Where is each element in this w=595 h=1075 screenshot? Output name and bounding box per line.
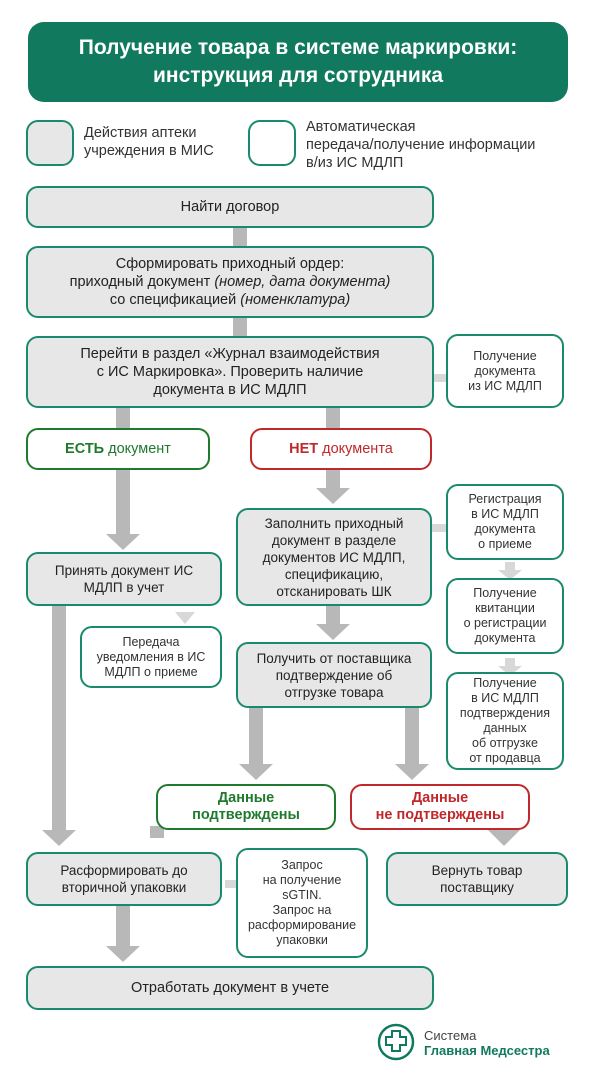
auto-register-line-1: Регистрация [468, 492, 542, 506]
auto-receive-document: Получение документа из ИС МДЛП [446, 334, 564, 408]
step-get-confirmation-line-2: подтверждение об [275, 667, 393, 683]
legend-pharmacy-swatch [26, 120, 74, 166]
auto-confirm-line-5: об отгрузке [472, 736, 538, 750]
step-accept-line-1: Принять документ ИС [54, 563, 194, 578]
auto-receipt-line-1: Получение [473, 586, 537, 600]
branch-data-not-confirmed-line-1: Данные [411, 790, 469, 806]
legend-auto-line-1: Автоматическая [306, 119, 416, 135]
step-get-confirmation: Получить от поставщика подтверждение об … [236, 642, 432, 708]
branch-has-document-rest: документ [104, 441, 171, 457]
title-line-1: Получение товара в системе маркировки: [78, 36, 518, 59]
auto-receipt-line-2: квитанции [475, 601, 535, 615]
step-journal-line-3: документа в ИС МДЛП [153, 382, 307, 398]
step-return-line-2: поставщику [440, 880, 514, 895]
step-fill-line-3: документов ИС МДЛП, [262, 549, 406, 565]
legend-pharmacy-line-1: Действия аптеки [84, 125, 197, 141]
step-form-order-line-3-emph: (номенклатура) [240, 292, 351, 308]
step-return-to-supplier: Вернуть товар поставщику [386, 852, 568, 906]
step-process-document-text: Отработать документ в учете [130, 980, 330, 996]
step-get-confirmation-line-3: отгрузке товара [284, 684, 384, 700]
step-form-order-line-1: Сформировать приходный ордер: [115, 256, 345, 272]
auto-sgtin-line-4: Запрос на [272, 903, 332, 917]
step-process-document: Отработать документ в учете [26, 966, 434, 1010]
legend-auto-line-2: передача/получение информации [306, 137, 536, 153]
step-fill-line-4: спецификацию, [284, 566, 384, 582]
logo: Система Главная Медсестра [376, 1022, 576, 1064]
step-get-confirmation-line-1: Получить от поставщика [256, 650, 412, 666]
auto-register-line-3: документа [474, 522, 536, 536]
auto-register-document: Регистрация в ИС МДЛП документа о приеме [446, 484, 564, 560]
branch-data-confirmed: Данные подтверждены [156, 784, 336, 830]
branch-no-document-text: НЕТ документа [289, 440, 393, 458]
auto-receipt-line-3: о регистрации [463, 616, 547, 630]
step-return-line-1: Вернуть товар [431, 863, 523, 878]
branch-data-not-confirmed: Данные не подтверждены [350, 784, 530, 830]
branch-has-document: ЕСТЬ документ [26, 428, 210, 470]
auto-register-line-2: в ИС МДЛП [471, 507, 539, 521]
step-disband-line-2: вторичной упаковки [61, 880, 187, 895]
auto-receive-document-line-3: из ИС МДЛП [468, 378, 542, 393]
auto-confirm-line-2: в ИС МДЛП [471, 691, 539, 705]
step-accept-line-2: МДЛП в учет [83, 580, 165, 595]
auto-receive-document-line-1: Получение [473, 348, 537, 363]
auto-sgtin-line-5: расформирование [247, 918, 357, 932]
auto-notify-acceptance: Передача уведомления в ИС МДЛП о приеме [80, 626, 222, 688]
step-fill-line-5: отсканировать ШК [276, 583, 392, 599]
step-fill-line-1: Заполнить приходный [264, 515, 404, 531]
legend-pharmacy-label: Действия аптеки учреждения в МИС [84, 124, 254, 160]
auto-confirm-line-6: от продавца [469, 751, 541, 765]
legend-pharmacy-line-2: учреждения в МИС [84, 143, 214, 159]
step-journal-line-1: Перейти в раздел «Журнал взаимодействия [80, 346, 380, 362]
branch-data-confirmed-line-1: Данные [217, 790, 275, 806]
page-title: Получение товара в системе маркировки: и… [28, 22, 568, 102]
auto-notify-line-1: Передача [122, 634, 180, 649]
branch-no-document-rest: документа [318, 441, 393, 457]
medical-cross-hand-icon [377, 1023, 415, 1061]
step-fill-document: Заполнить приходный документ в разделе д… [236, 508, 432, 606]
branch-data-confirmed-line-2: подтверждены [192, 807, 300, 823]
legend-auto-label: Автоматическая передача/получение информ… [306, 118, 576, 172]
auto-shipment-confirmation: Получение в ИС МДЛП подтверждения данных… [446, 672, 564, 770]
step-form-order: Сформировать приходный ордер: приходный … [26, 246, 434, 318]
step-form-order-line-2-emph: (номер, дата документа) [214, 274, 391, 290]
auto-sgtin-line-3: sGTIN. [282, 888, 322, 902]
logo-line-1: Система [424, 1028, 477, 1043]
branch-data-not-confirmed-line-2: не подтверждены [375, 807, 505, 823]
step-form-order-line-3-text: со спецификацией [109, 292, 241, 308]
auto-notify-line-2: уведомления в ИС [96, 649, 206, 664]
step-journal: Перейти в раздел «Журнал взаимодействия … [26, 336, 434, 408]
auto-register-line-4: о приеме [478, 537, 532, 551]
step-fill-line-2: документ в разделе [271, 532, 397, 548]
logo-line-2: Главная Медсестра [424, 1043, 550, 1058]
branch-no-document-bold: НЕТ [289, 441, 319, 457]
auto-receipt: Получение квитанции о регистрации докуме… [446, 578, 564, 654]
legend-auto-line-3: в/из ИС МДЛП [306, 155, 404, 171]
auto-notify-line-3: МДЛП о приеме [104, 664, 198, 679]
branch-has-document-text: ЕСТЬ документ [65, 440, 171, 458]
step-journal-line-2: с ИС Маркировка». Проверить наличие [96, 364, 364, 380]
auto-sgtin-line-6: упаковки [276, 933, 328, 947]
step-form-order-line-3: со спецификацией (номенклатура) [70, 291, 391, 309]
branch-no-document: НЕТ документа [250, 428, 432, 470]
branch-has-document-bold: ЕСТЬ [65, 441, 105, 457]
auto-confirm-line-4: данных [483, 721, 527, 735]
auto-receive-document-line-2: документа [474, 363, 536, 378]
legend-auto-swatch [248, 120, 296, 166]
auto-sgtin-request: Запрос на получение sGTIN. Запрос на рас… [236, 848, 368, 958]
step-disband-line-1: Расформировать до [60, 863, 188, 878]
auto-confirm-line-1: Получение [473, 676, 537, 690]
step-find-contract-text: Найти договор [180, 199, 280, 215]
auto-receipt-line-4: документа [474, 631, 536, 645]
step-disband-packaging: Расформировать до вторичной упаковки [26, 852, 222, 906]
step-accept-document: Принять документ ИС МДЛП в учет [26, 552, 222, 606]
title-line-2: инструкция для сотрудника [152, 64, 444, 87]
step-find-contract: Найти договор [26, 186, 434, 228]
step-form-order-line-2-text: приходный документ [69, 274, 215, 290]
auto-sgtin-line-1: Запрос [281, 858, 323, 872]
auto-sgtin-line-2: на получение [262, 873, 342, 887]
auto-confirm-line-3: подтверждения [459, 706, 551, 720]
step-form-order-line-2: приходный документ (номер, дата документ… [70, 273, 391, 291]
